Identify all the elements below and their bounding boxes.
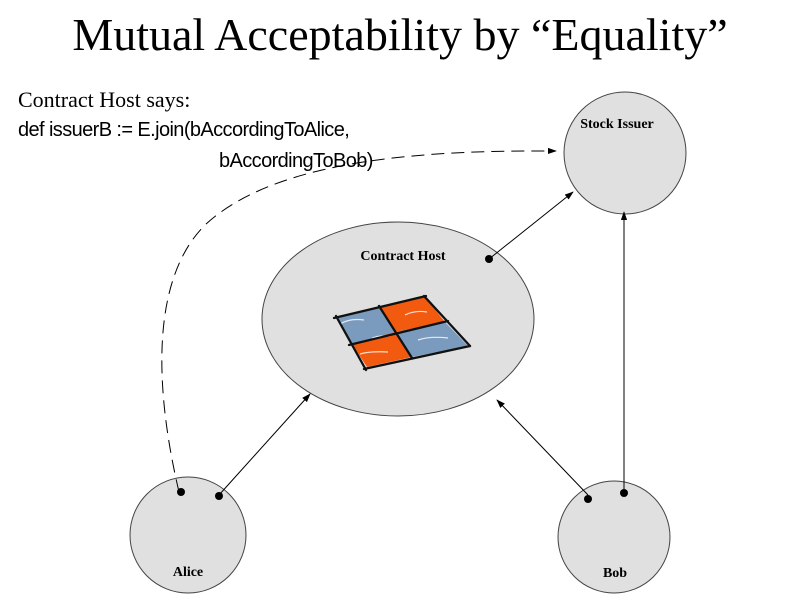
bob-label: Bob <box>603 566 627 581</box>
arrow-alice-to-contract-host <box>218 393 311 496</box>
contract-grid-icon <box>332 294 472 372</box>
slide-title: Mutual Acceptability by “Equality” <box>72 9 728 60</box>
alice-dot-left <box>177 488 185 496</box>
bob-node: Bob <box>557 480 671 594</box>
speaker-line: Contract Host says: <box>18 87 191 112</box>
stock-issuer-node: Stock Issuer <box>563 91 687 215</box>
arrow-bob-to-contract-host <box>496 399 589 496</box>
alice-label: Alice <box>173 565 203 580</box>
code-line-2: bAccordingToBob) <box>219 150 373 172</box>
arrow-alice-to-stock-issuer-dashed <box>161 147 557 493</box>
reference-dots <box>177 255 628 503</box>
stock-issuer-label: Stock Issuer <box>580 117 654 132</box>
alice-dot-right <box>215 492 223 500</box>
bob-dot-right <box>620 489 628 497</box>
alice-node: Alice <box>129 476 247 594</box>
arrows <box>161 147 628 496</box>
arrow-contract-host-to-stock-issuer <box>488 191 574 260</box>
contract-host-dot <box>485 255 493 263</box>
contract-host-label: Contract Host <box>360 249 445 264</box>
code-line-1: def issuerB := E.join(bAccordingToAlice, <box>18 119 350 141</box>
bob-dot-left <box>584 495 592 503</box>
